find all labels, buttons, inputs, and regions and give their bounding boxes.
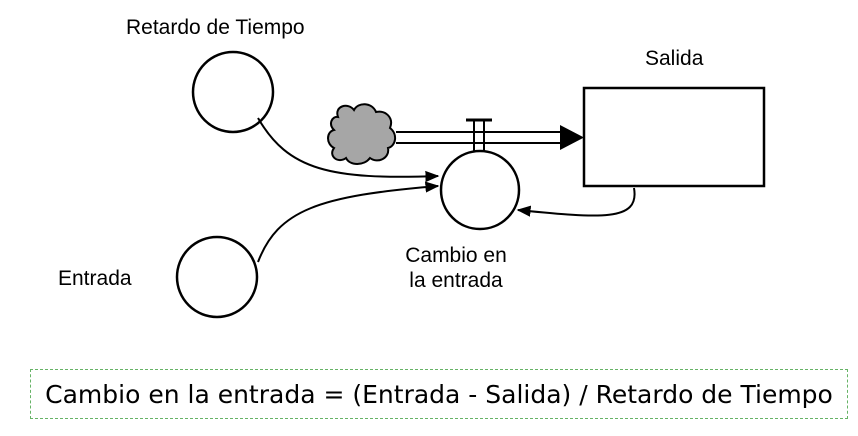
equation-text: Cambio en la entrada = (Entrada - Salida… — [45, 379, 833, 409]
entrada-node — [175, 235, 259, 319]
connector-salida-cambio — [516, 187, 636, 217]
entrada-label: Entrada — [58, 267, 132, 290]
flow-arrowhead — [560, 125, 584, 150]
connector-entrada-cambio — [257, 181, 440, 263]
cambio-node — [439, 149, 521, 231]
equation-box: Cambio en la entrada = (Entrada - Salida… — [30, 369, 848, 419]
connector-retardo-cambio — [257, 117, 440, 183]
source-cloud — [327, 103, 396, 165]
cambio-label-line-2: la entrada — [409, 269, 503, 292]
salida-stock — [582, 86, 766, 188]
cambio-label-line-1: Cambio en — [405, 244, 507, 267]
retardo-label: Retardo de Tiempo — [126, 16, 305, 39]
retardo-node — [191, 50, 275, 134]
salida-label: Salida — [645, 47, 704, 70]
cambio-label: Cambio en la entrada — [380, 243, 532, 293]
